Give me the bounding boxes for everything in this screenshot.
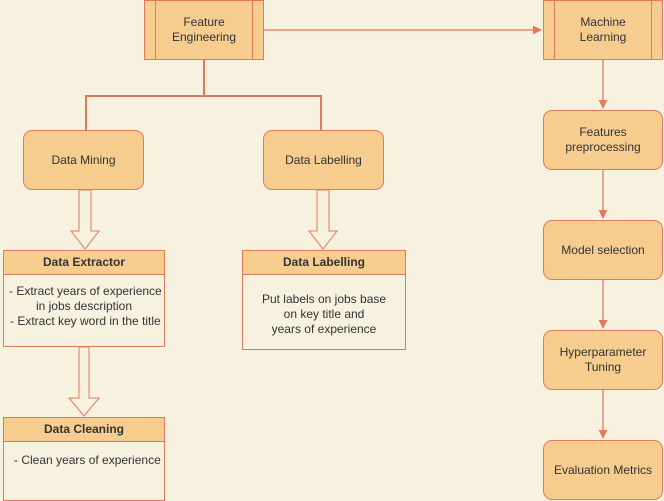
panel-data-labelling-line: Put labels on jobs base bbox=[261, 292, 387, 306]
panel-data-extractor-line: - Extract key word in the title bbox=[10, 314, 161, 328]
panel-data-cleaning-title: Data Cleaning bbox=[4, 418, 164, 442]
node-features-preprocessing[interactable]: Features preprocessing bbox=[543, 110, 663, 170]
node-data-mining-label: Data Mining bbox=[51, 152, 116, 167]
block-arrow-data-mining-to-extractor bbox=[69, 189, 101, 250]
edge-split-to-data-labelling bbox=[204, 95, 322, 130]
node-model-selection[interactable]: Model selection bbox=[543, 220, 663, 280]
node-model-selection-label: Model selection bbox=[561, 242, 645, 257]
edge-split-to-data-mining bbox=[85, 95, 204, 130]
node-features-preprocessing-label: Features preprocessing bbox=[565, 125, 641, 154]
block-arrow-extractor-to-cleaning bbox=[67, 346, 101, 417]
node-feature-engineering[interactable]: Feature Engineering bbox=[144, 0, 264, 60]
panel-data-labelling-line: years of experience bbox=[271, 322, 377, 336]
panel-data-cleaning-line: - Clean years of experience bbox=[14, 453, 161, 467]
node-data-labelling[interactable]: Data Labelling bbox=[263, 130, 384, 190]
panel-data-cleaning[interactable]: Data Cleaning - Clean years of experienc… bbox=[3, 417, 165, 501]
node-feature-engineering-label: Feature Engineering bbox=[171, 15, 237, 44]
node-machine-learning-label: Machine Learning bbox=[579, 15, 627, 44]
node-machine-learning[interactable]: Machine Learning bbox=[543, 0, 663, 60]
panel-data-extractor-title: Data Extractor bbox=[4, 251, 164, 275]
panel-data-cleaning-body: - Clean years of experience bbox=[4, 442, 164, 468]
block-arrow-data-labelling-to-detail bbox=[307, 189, 339, 250]
node-data-labelling-label: Data Labelling bbox=[285, 152, 362, 167]
node-hyperparameter-tuning[interactable]: Hyperparameter Tuning bbox=[543, 330, 663, 390]
panel-data-labelling[interactable]: Data Labelling Put labels on jobs base o… bbox=[242, 250, 406, 350]
node-evaluation-metrics-label: Evaluation Metrics bbox=[553, 462, 653, 477]
node-data-mining[interactable]: Data Mining bbox=[23, 130, 144, 190]
panel-data-extractor[interactable]: Data Extractor - Extract years of experi… bbox=[3, 250, 165, 347]
node-hyperparameter-tuning-label: Hyperparameter Tuning bbox=[559, 345, 647, 374]
panel-data-labelling-body: Put labels on jobs base on key title and… bbox=[243, 275, 405, 337]
panel-data-labelling-line: on key title and bbox=[283, 307, 365, 321]
panel-data-extractor-line: - Extract years of experience bbox=[9, 284, 162, 298]
panel-data-extractor-body: - Extract years of experience in jobs de… bbox=[4, 275, 164, 329]
panel-data-extractor-line: in jobs description bbox=[35, 299, 133, 313]
panel-data-labelling-title: Data Labelling bbox=[243, 251, 405, 275]
node-evaluation-metrics[interactable]: Evaluation Metrics bbox=[543, 440, 663, 500]
